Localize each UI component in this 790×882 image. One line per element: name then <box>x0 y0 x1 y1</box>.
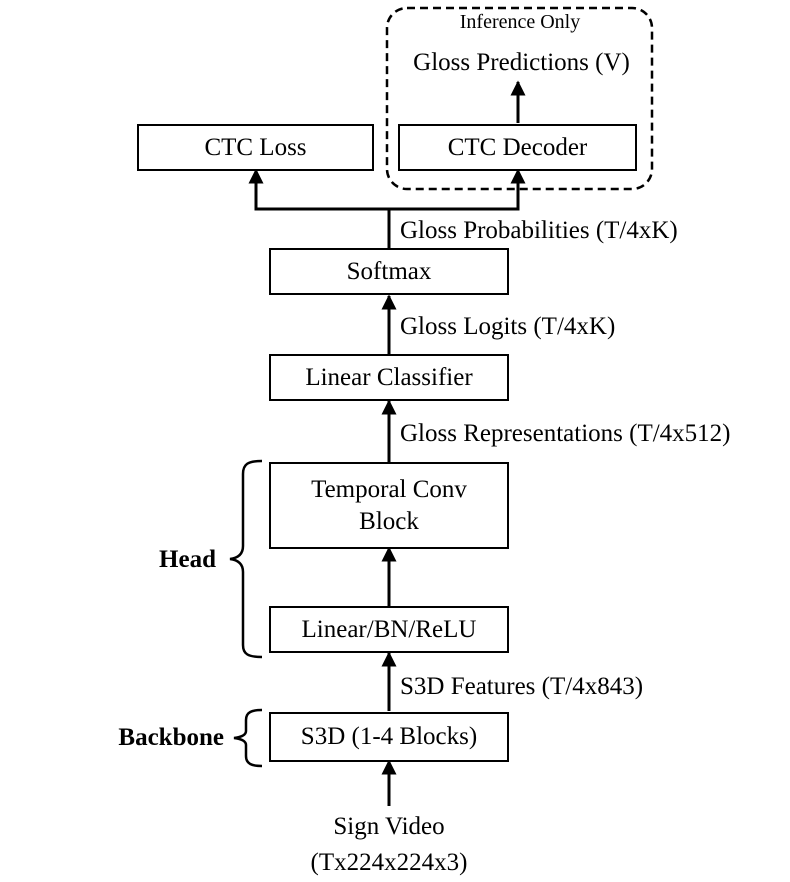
arrow-to-ctc-decoder <box>389 168 526 211</box>
backbone-group-label: Backbone <box>118 724 224 751</box>
head-brace <box>229 459 263 659</box>
ctc-decoder-box: CTC Decoder <box>398 124 637 171</box>
s3d-label: S3D (1-4 Blocks) <box>300 723 478 751</box>
arrow-to-ctc-loss <box>248 168 389 211</box>
softmax-box: Softmax <box>269 248 509 295</box>
ctc-decoder-label: CTC Decoder <box>447 133 588 161</box>
head-group-label: Head <box>159 546 216 573</box>
s3d-box: S3D (1-4 Blocks) <box>269 712 509 762</box>
softmax-label: Softmax <box>346 257 432 285</box>
ctc-loss-label: CTC Loss <box>204 133 307 161</box>
gloss-representations-label: Gloss Representations (T/4x512) <box>400 420 731 447</box>
temporal-conv-label-line2: Block <box>359 507 419 535</box>
temporal-conv-block-box: Temporal Conv Block <box>269 462 509 549</box>
temporal-conv-label-line1: Temporal Conv <box>311 476 467 504</box>
gloss-probabilities-label: Gloss Probabilities (T/4xK) <box>400 217 678 244</box>
linear-classifier-label: Linear Classifier <box>305 363 473 391</box>
linear-bn-relu-box: Linear/BN/ReLU <box>269 606 509 653</box>
sign-video-label: Sign Video <box>333 813 445 840</box>
s3d-features-label: S3D Features (T/4x843) <box>400 673 644 700</box>
gloss-logits-label: Gloss Logits (T/4xK) <box>400 313 616 340</box>
linear-bn-relu-label: Linear/BN/ReLU <box>301 615 477 643</box>
sign-video-shape-label: (Tx224x224x3) <box>310 849 468 876</box>
gloss-predictions-label: Gloss Predictions (V) <box>413 49 630 76</box>
backbone-brace <box>233 708 263 768</box>
ctc-loss-box: CTC Loss <box>137 124 374 171</box>
inference-only-label: Inference Only <box>459 11 581 33</box>
linear-classifier-box: Linear Classifier <box>269 354 509 401</box>
